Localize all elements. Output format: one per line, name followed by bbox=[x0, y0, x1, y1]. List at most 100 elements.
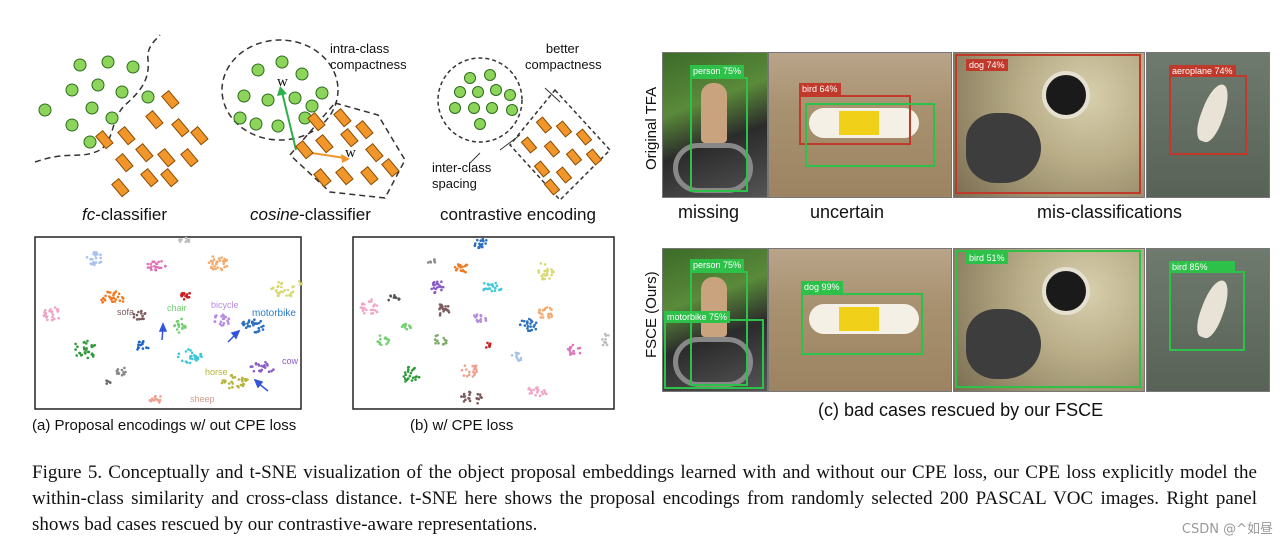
tsne-point bbox=[177, 331, 181, 334]
tsne-point bbox=[385, 342, 388, 346]
tsne-point bbox=[244, 326, 248, 330]
tsne-point bbox=[177, 352, 181, 356]
tsne-point bbox=[398, 297, 401, 301]
tsne-point bbox=[219, 267, 223, 271]
tsne-point bbox=[529, 322, 532, 325]
tsne-point bbox=[176, 322, 180, 326]
tsne-point bbox=[274, 289, 278, 293]
tsne-point bbox=[150, 397, 154, 401]
tsne-point bbox=[497, 288, 501, 292]
tsne-point bbox=[379, 337, 382, 341]
tsne-point bbox=[90, 353, 94, 356]
photo-bird-tfa: aeroplane 74% bbox=[1146, 52, 1270, 198]
tsne-point bbox=[403, 377, 407, 381]
det-box-person-2 bbox=[690, 271, 748, 386]
tsne-point bbox=[44, 314, 47, 317]
tsne-point bbox=[475, 315, 478, 318]
tsne-point bbox=[251, 320, 254, 324]
tsne-point bbox=[157, 260, 160, 264]
tsne-point bbox=[189, 357, 192, 360]
contrastive-encoding-diagram bbox=[437, 57, 612, 202]
tsne-point bbox=[526, 320, 529, 323]
tsne-point bbox=[44, 308, 47, 312]
tsne-point bbox=[406, 366, 410, 369]
det-label-aeroplane: aeroplane 74% bbox=[1169, 65, 1236, 77]
tsne-point bbox=[180, 238, 183, 241]
tsne-point bbox=[460, 395, 463, 398]
tsne-point bbox=[534, 393, 537, 397]
tsne-point bbox=[117, 372, 121, 375]
det-box-dog bbox=[955, 54, 1141, 194]
cosine-classifier-diagram bbox=[221, 39, 406, 199]
tsne-point bbox=[465, 368, 468, 371]
cosine-italic: cosine bbox=[250, 205, 300, 224]
tsne-point bbox=[440, 285, 443, 289]
tsne-point bbox=[519, 356, 523, 360]
tsne-point bbox=[547, 316, 551, 320]
photo-dog-tfa: bird 64% bbox=[768, 52, 952, 198]
tsne-point bbox=[541, 392, 545, 396]
tsne-point bbox=[445, 339, 448, 343]
tsne-point bbox=[527, 386, 531, 390]
tsne-point bbox=[186, 361, 189, 364]
tsne-point bbox=[110, 300, 114, 303]
tsne-point bbox=[369, 308, 373, 312]
tsne-point bbox=[393, 294, 396, 297]
tsne-point bbox=[370, 312, 373, 315]
det-box-bird-3 bbox=[1169, 271, 1245, 351]
tsne-point bbox=[468, 390, 471, 394]
tsne-point bbox=[541, 278, 544, 281]
det-box-bird bbox=[799, 95, 911, 145]
tsne-point bbox=[227, 317, 231, 321]
tsne-point bbox=[475, 397, 479, 400]
tsne-point bbox=[462, 374, 466, 377]
photo-dog-fsce: dog 99% bbox=[768, 248, 952, 392]
tsne-point bbox=[578, 351, 582, 355]
tsne-point bbox=[83, 340, 86, 344]
tsne-a-clusters bbox=[42, 236, 303, 404]
tsne-point bbox=[566, 347, 570, 351]
tsne-point bbox=[112, 296, 115, 300]
tsne-point bbox=[175, 320, 179, 323]
tsne-point bbox=[188, 291, 191, 295]
tsne-point bbox=[153, 265, 156, 268]
tsne-point bbox=[472, 368, 476, 371]
tsne-point bbox=[464, 398, 467, 402]
tsne-point bbox=[378, 334, 382, 337]
tsne-point bbox=[248, 325, 252, 328]
tsne-point bbox=[371, 308, 375, 312]
tsne-point bbox=[158, 401, 161, 404]
fc-suffix: -classifier bbox=[95, 205, 168, 224]
tsne-point bbox=[181, 327, 184, 330]
tsne-point bbox=[149, 262, 152, 266]
tsne-point bbox=[375, 310, 379, 314]
tsne-point bbox=[138, 317, 141, 321]
tsne-point bbox=[446, 305, 450, 308]
tsne-point bbox=[277, 281, 281, 284]
tsne-point bbox=[571, 343, 575, 347]
tsne-point bbox=[94, 254, 97, 257]
tsne-point bbox=[106, 290, 109, 294]
tsne-point bbox=[228, 386, 231, 390]
tsne-point bbox=[460, 368, 464, 372]
fc-italic: fc bbox=[82, 205, 96, 224]
tsne-point bbox=[74, 348, 77, 351]
better-compactness-label: better compactness bbox=[525, 41, 602, 72]
tsne-point bbox=[277, 285, 280, 288]
tsne-point bbox=[75, 354, 78, 357]
tsne-point bbox=[186, 296, 189, 299]
tsne-point bbox=[407, 368, 410, 372]
tsne-point bbox=[223, 257, 226, 261]
tsne-point bbox=[572, 349, 575, 353]
tsne-point bbox=[231, 385, 234, 389]
tsne-point bbox=[468, 393, 471, 397]
tsne-point bbox=[132, 313, 136, 316]
tsne-point bbox=[460, 269, 464, 273]
tsne-point bbox=[53, 306, 57, 309]
tsne-point bbox=[76, 345, 79, 349]
photo-parrot-tfa: dog 74% bbox=[953, 52, 1145, 198]
tsne-point bbox=[86, 356, 90, 360]
tsne-point bbox=[270, 369, 273, 373]
photo-parrot-fsce: bird 51% bbox=[953, 248, 1145, 392]
tsne-point bbox=[548, 277, 551, 280]
